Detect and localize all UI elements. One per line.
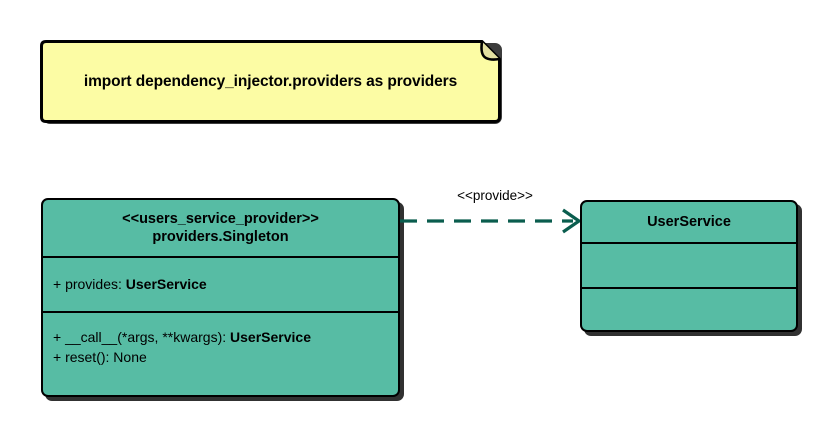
class-title-compartment: <<users_service_provider>> providers.Sin… — [43, 200, 398, 256]
attribute-type: UserService — [125, 276, 207, 293]
class-methods-compartment — [582, 287, 796, 331]
open-arrowhead-icon — [562, 208, 582, 234]
note-import-statement[interactable]: import dependency_injector.providers as … — [39, 39, 502, 124]
class-title-compartment: UserService — [582, 202, 796, 242]
class-name: providers.Singleton — [152, 229, 289, 245]
class-attributes-compartment: + provides: UserService — [43, 256, 398, 311]
attribute-label: + provides: — [53, 276, 126, 293]
class-box-user-service[interactable]: UserService — [580, 200, 798, 332]
method-return-type: UserService — [230, 329, 311, 345]
relationship-label: <<provide>> — [457, 188, 533, 203]
note-shape — [40, 40, 501, 123]
method-label: + __call__(*args, **kwargs): — [53, 329, 231, 345]
class-box-users-service-provider[interactable]: <<users_service_provider>> providers.Sin… — [41, 198, 400, 397]
method-row: + reset(): None — [53, 347, 388, 367]
method-row: + __call__(*args, **kwargs): UserService — [53, 327, 388, 347]
class-stereotype: <<users_service_provider>> — [122, 210, 319, 227]
dependency-arrow-provide[interactable] — [395, 180, 590, 240]
note-text: import dependency_injector.providers as … — [83, 72, 458, 90]
class-attributes-compartment — [582, 242, 796, 287]
attribute-row: + provides: UserService — [53, 274, 207, 294]
class-methods-compartment: + __call__(*args, **kwargs): UserService… — [43, 311, 398, 394]
class-name: UserService — [647, 214, 731, 230]
method-label: + reset(): None — [53, 349, 147, 366]
